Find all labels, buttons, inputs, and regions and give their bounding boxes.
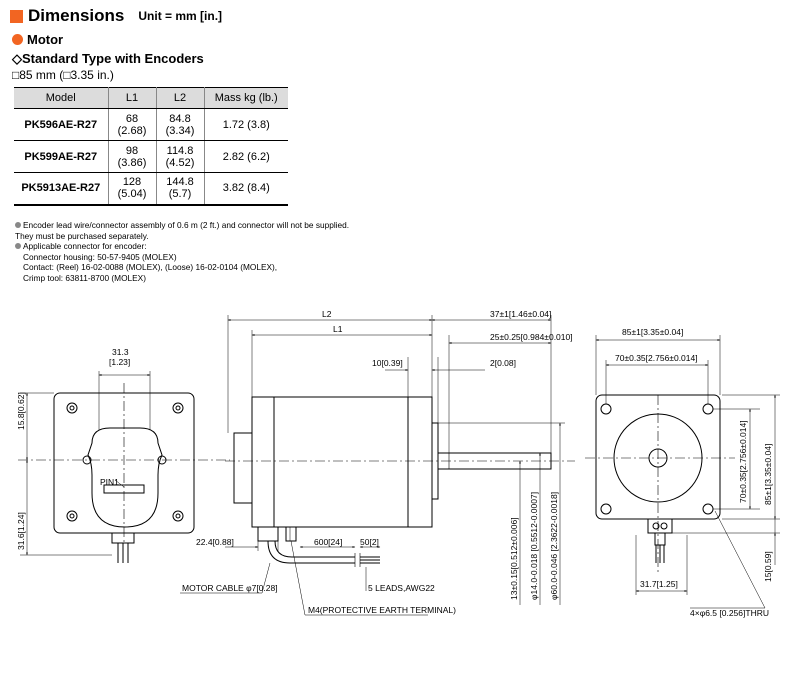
dim-10-label: 10[0.39] <box>372 358 403 368</box>
front-dim-31-7-label: 31.7[1.25] <box>640 579 678 589</box>
motor-bullet-icon <box>12 33 23 45</box>
frame-size-label: □85 mm (□3.35 in.) <box>12 68 114 82</box>
pin1-label: PIN1 <box>100 477 119 487</box>
note-line: Encoder lead wire/connector assembly of … <box>15 220 349 231</box>
note-line: Connector housing: 50-57-9405 (MOLEX) <box>23 251 177 262</box>
note-line: They must be purchased separately. <box>15 230 149 241</box>
pilot-diameter-label: φ60.0-0.046 [2.3622-0.0018] <box>549 492 559 600</box>
shaft-25-label: 25±0.25[0.984±0.010] <box>490 332 573 342</box>
mass-cell: 2.82 (6.2) <box>204 140 288 173</box>
front-view <box>585 335 780 609</box>
model-cell: PK599AE-R27 <box>14 140 109 173</box>
motor-heading: Motor <box>12 31 63 47</box>
column-header: Mass kg (lb.) <box>204 87 288 109</box>
side-view <box>180 315 575 616</box>
cable-600-label: 600[24] <box>314 537 342 547</box>
shaft-diameter-label: φ14.0-0.018 [0.5512-0.0007] <box>529 492 539 600</box>
note-bullet-icon <box>15 243 21 250</box>
holes-label: 4×φ6.5 [0.256]THRU <box>690 608 769 618</box>
note-line: Crimp tool: 63811-8700 (MOLEX) <box>23 272 146 283</box>
front-pitch-label: 70±0.35[2.756±0.014] <box>615 353 698 363</box>
motor-heading-text: Motor <box>27 31 64 47</box>
column-header: Model <box>14 87 109 109</box>
earth-terminal-label: M4(PROTECTIVE EARTH TERMINAL) <box>308 605 456 615</box>
table-header-row: Model L1 L2 Mass kg (lb.) <box>14 87 288 109</box>
rear-width-mm: 31.3 <box>112 347 129 357</box>
note-line: Applicable connector for encoder: <box>15 241 349 252</box>
rear-top-offset: 15.8[0.62] <box>16 392 26 430</box>
table-row: PK596AE-R27 68(2.68) 84.8(3.34) 1.72 (3.… <box>14 108 288 141</box>
front-height-label: 85±1[3.35±0.04] <box>763 444 773 505</box>
column-header: L1 <box>108 87 157 109</box>
mass-cell: 1.72 (3.8) <box>204 108 288 141</box>
note-bullet-icon <box>15 222 21 228</box>
table-row: PK5913AE-R27 128(5.04) 144.8(5.7) 3.82 (… <box>14 172 288 206</box>
front-pitch-vertical-label: 70±0.35[2.756±0.014] <box>738 420 748 503</box>
l1-cell: 98(3.86) <box>108 140 157 173</box>
table-row: PK599AE-R27 98(3.86) 114.8(4.52) 2.82 (6… <box>14 140 288 173</box>
model-cell: PK5913AE-R27 <box>14 172 109 206</box>
l1-label: L1 <box>333 324 343 334</box>
l2-cell: 114.8(4.52) <box>156 140 205 173</box>
unit-label: Unit = mm [in.] <box>138 9 223 23</box>
section-title: Dimensions <box>28 6 125 25</box>
cable-50-label: 50[2] <box>360 537 379 547</box>
note-line: Contact: (Reel) 16-02-0088 (MOLEX), (Loo… <box>23 262 278 273</box>
l1-cell: 128(5.04) <box>108 172 157 206</box>
flat-dim-label: 13±0.15[0.512±0.006] <box>509 517 519 600</box>
front-width-label: 85±1[3.35±0.04] <box>622 327 683 337</box>
mass-cell: 3.82 (8.4) <box>204 172 288 206</box>
standard-type-heading: ◇Standard Type with Encoders <box>12 51 204 66</box>
l1-cell: 68(2.68) <box>108 108 157 141</box>
header-square-icon <box>10 9 23 23</box>
spec-table: Model L1 L2 Mass kg (lb.) PK596AE-R27 68… <box>14 87 288 206</box>
rear-bottom-offset: 31.6[1.24] <box>16 512 26 550</box>
motor-cable-label: MOTOR CABLE φ7[0.28] <box>182 583 278 593</box>
rear-view <box>18 371 230 563</box>
section-header: Dimensions Unit = mm [in.] <box>10 6 222 26</box>
leads-label: 5 LEADS,AWG22 <box>368 583 435 593</box>
l2-label: L2 <box>322 309 332 319</box>
front-dim-15-label: 15[0.59] <box>763 551 773 582</box>
column-header: L2 <box>156 87 205 109</box>
dim-2-label: 2[0.08] <box>490 358 516 368</box>
shaft-37-label: 37±1[1.46±0.04] <box>490 309 551 319</box>
model-cell: PK596AE-R27 <box>14 108 109 141</box>
rear-width-in: [1.23] <box>109 357 130 367</box>
dimension-drawing: 31.3 [1.23] PIN1 15.8[0.62] 31.6[1.24] <box>16 309 780 618</box>
dim-22-label: 22.4[0.88] <box>196 537 234 547</box>
l2-cell: 144.8(5.7) <box>156 172 205 206</box>
notes-block: Encoder lead wire/connector assembly of … <box>15 220 349 284</box>
l2-cell: 84.8(3.34) <box>156 108 205 141</box>
